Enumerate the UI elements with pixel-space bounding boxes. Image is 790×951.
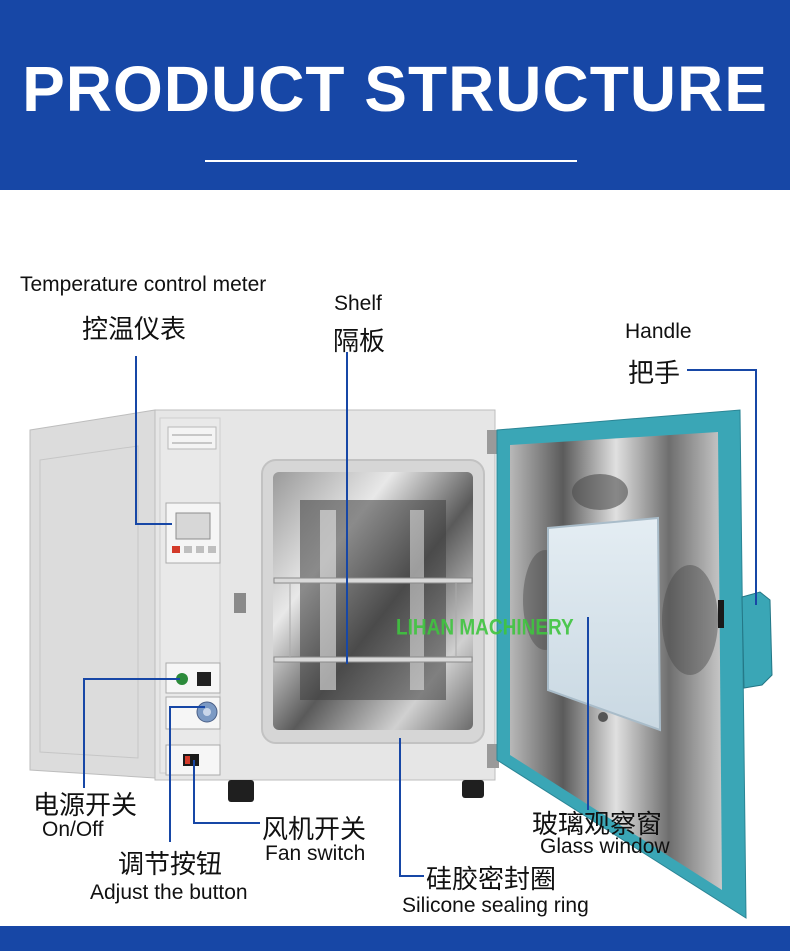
label-shelf-en: Shelf <box>334 292 382 315</box>
label-shelf-cn: 隔板 <box>333 327 386 357</box>
label-fan-switch-en: Fan switch <box>265 842 366 865</box>
leader-lines <box>83 352 757 877</box>
label-power-switch-cn: 电源开关 <box>33 791 138 821</box>
label-adjust-button-cn: 调节按钮 <box>118 850 223 880</box>
leader-line-silicone <box>399 738 424 877</box>
model-plate <box>167 426 217 450</box>
adjust-knob-panel <box>165 696 221 730</box>
leader-line-power <box>83 678 180 788</box>
label-adjust-button-en: Adjust the button <box>90 881 248 904</box>
door-handle <box>718 591 773 689</box>
door-hinge <box>487 430 499 454</box>
label-silicone-ring-cn: 硅胶密封圈 <box>426 865 557 895</box>
door-hinge <box>487 744 499 768</box>
glass-window <box>547 516 662 732</box>
power-switch-panel <box>165 662 221 694</box>
label-temperature-meter-cn: 控温仪表 <box>82 315 187 345</box>
leader-line-adjust <box>169 706 205 842</box>
oven-foot <box>228 780 254 802</box>
label-fan-switch-cn: 风机开关 <box>262 815 367 845</box>
oven-chamber <box>273 472 473 730</box>
temperature-controller <box>165 502 221 564</box>
label-handle-en: Handle <box>625 320 692 343</box>
title-underline <box>205 160 577 162</box>
leader-line-handle <box>687 369 757 605</box>
page-title: PRODUCT STRUCTURE <box>22 53 768 125</box>
watermark-text: LIHAN MACHINERY <box>396 616 574 641</box>
oven-foot <box>462 780 484 798</box>
leader-line-temperature <box>135 356 172 525</box>
footer-bar <box>0 926 790 951</box>
label-glass-window-en: Glass window <box>540 835 670 858</box>
door-latch <box>234 593 246 613</box>
label-power-switch-en: On/Off <box>42 818 104 841</box>
label-handle-cn: 把手 <box>628 359 681 389</box>
label-temperature-meter-en: Temperature control meter <box>20 273 267 296</box>
leader-line-fan <box>193 760 260 824</box>
label-silicone-ring-en: Silicone sealing ring <box>402 894 589 917</box>
label-glass-window-cn: 玻璃观察窗 <box>532 810 663 840</box>
header-banner: PRODUCT STRUCTURE <box>0 0 790 190</box>
shelf-rack <box>273 577 473 663</box>
